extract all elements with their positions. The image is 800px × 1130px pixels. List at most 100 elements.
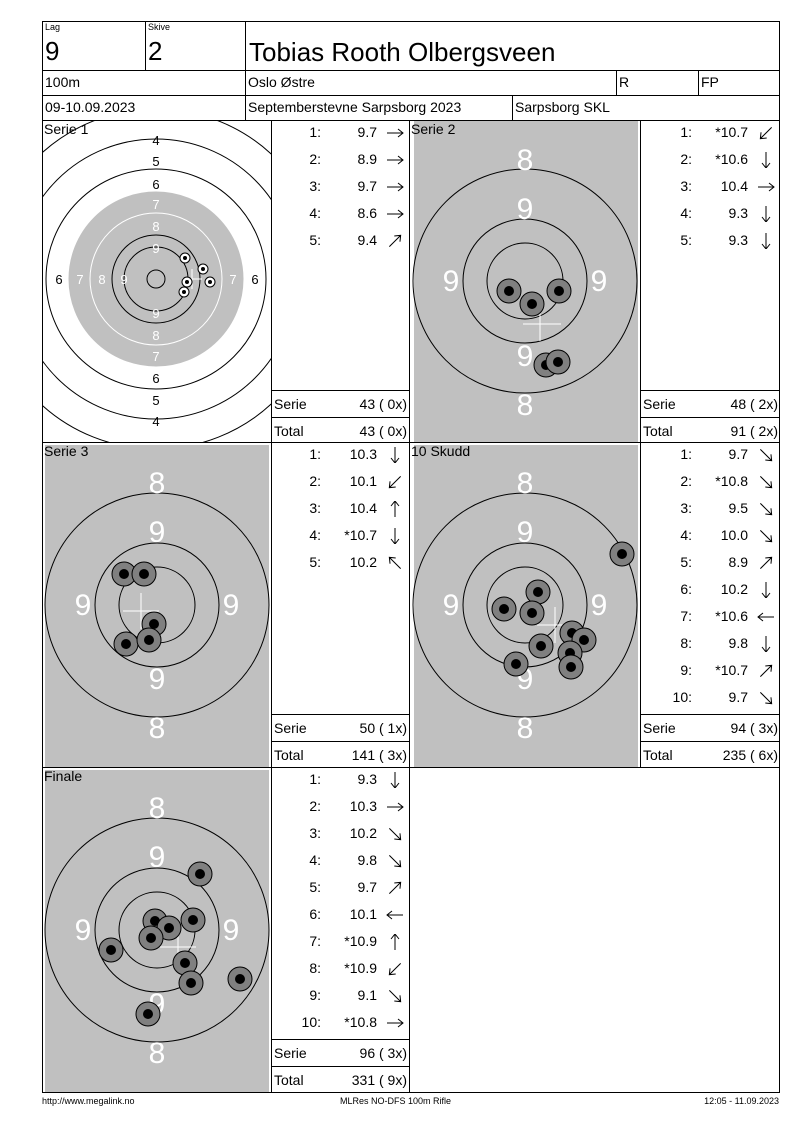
ring-label: 9 xyxy=(591,265,608,298)
shot-score: *10.7 xyxy=(344,527,377,543)
shot-number: 1: xyxy=(680,124,692,140)
shot-score: 8.9 xyxy=(728,554,748,570)
total-value: 331 ( 9x) xyxy=(351,1072,407,1088)
direction-arrow-icon xyxy=(387,802,404,812)
direction-arrow-icon xyxy=(390,772,400,788)
shot-row: 2:10.1 xyxy=(272,473,409,495)
shot-row: 4:9.8 xyxy=(272,852,409,874)
panel-title: 10 Skudd xyxy=(411,443,471,459)
total-value: 91 ( 2x) xyxy=(730,423,778,439)
serie-value: 50 ( 1x) xyxy=(359,720,407,736)
ring-label: 8 xyxy=(517,467,534,500)
shot-number: 4: xyxy=(680,527,692,543)
ring-label: 6 xyxy=(152,371,159,386)
direction-arrow-icon xyxy=(761,233,771,249)
shot-row: 2:*10.8 xyxy=(641,473,780,495)
total-summary-row: Total 43 ( 0x) xyxy=(272,417,409,443)
lag-label: Lag xyxy=(45,22,61,32)
shot-number: 9: xyxy=(680,662,692,678)
total-value: 43 ( 0x) xyxy=(359,423,407,439)
shot-score: 9.7 xyxy=(728,689,748,705)
skive-value: 2 xyxy=(148,36,163,66)
divider xyxy=(409,120,410,768)
serie-value: 94 ( 3x) xyxy=(730,720,778,736)
shot-score: 9.7 xyxy=(357,879,377,895)
direction-arrow-icon xyxy=(388,827,402,841)
shot-number: 8: xyxy=(309,960,321,976)
ring-label: 7 xyxy=(152,349,159,364)
shot-score: 10.4 xyxy=(720,178,748,194)
target-image: 4 5 6 7 8 9 9 8 7 6 5 4 6 7 8 9 7 6 xyxy=(43,121,271,442)
shot-row: 3:10.2 xyxy=(272,825,409,847)
shot-row: 5:8.9 xyxy=(641,554,780,576)
footer-timestamp: 12:05 - 11.09.2023 xyxy=(704,1096,779,1106)
club-cell: Oslo Østre xyxy=(245,70,617,96)
shot-row: 8: 9.8 xyxy=(641,635,780,657)
shot-row: 5:9.4 xyxy=(272,232,409,254)
divider xyxy=(271,120,272,1092)
ring-label: 8 xyxy=(517,389,534,422)
shot-number: 2: xyxy=(680,151,692,167)
total-value: 235 ( 6x) xyxy=(722,747,778,763)
shot-score: *10.9 xyxy=(344,933,377,949)
shot-score: 9.8 xyxy=(728,635,748,651)
ring-label: 9 xyxy=(152,306,159,321)
direction-arrow-icon xyxy=(759,529,773,543)
shot-holes xyxy=(98,861,253,1027)
direction-arrow-icon xyxy=(757,612,774,622)
ten-shots-target: 10 Skudd 8 9 9 9 9 8 xyxy=(410,443,640,767)
footer-url: http://www.megalink.no xyxy=(42,1096,135,1106)
shot-score: 9.3 xyxy=(728,232,748,248)
shot-score: 10.3 xyxy=(349,798,377,814)
venue-cell: Sarpsborg SKL xyxy=(512,95,780,121)
ring-label: 5 xyxy=(152,154,159,169)
direction-arrow-icon xyxy=(390,447,400,463)
distance: 100m xyxy=(45,74,81,90)
direction-arrow-icon xyxy=(761,636,771,652)
shot-number: 8: xyxy=(680,635,692,651)
direction-arrow-icon xyxy=(390,528,400,544)
total-label: Total xyxy=(274,423,304,439)
ring-label: 9 xyxy=(443,589,460,622)
ring-label: 8 xyxy=(152,328,159,343)
shot-row: 10:*10.8 xyxy=(272,1014,409,1036)
direction-arrow-icon xyxy=(388,854,402,868)
class-cell: R xyxy=(616,70,699,96)
ring-label: 4 xyxy=(152,414,159,429)
shot-number: 7: xyxy=(680,608,692,624)
shot-score: 9.1 xyxy=(357,987,377,1003)
serie-label: Serie xyxy=(274,396,307,412)
date: 09-10.09.2023 xyxy=(45,99,136,115)
shot-number: 1: xyxy=(309,124,321,140)
serie-1-target: Serie 1 4 5 6 7 8 9 9 8 7 6 5 4 6 7 8 9 xyxy=(43,121,271,442)
shot-score: *10.6 xyxy=(715,151,748,167)
shot-row: 1:*10.7 xyxy=(641,124,780,146)
shot-row: 1:9.7 xyxy=(641,446,780,468)
shot-row: 6:10.1 xyxy=(272,906,409,928)
direction-arrow-icon xyxy=(387,155,404,165)
footer-software: MLRes NO-DFS 100m Rifle xyxy=(340,1096,452,1106)
ring-label: 9 xyxy=(149,663,166,696)
shot-number: 2: xyxy=(309,473,321,489)
ring-label: 6 xyxy=(251,272,258,287)
direction-arrow-icon xyxy=(387,182,404,192)
panel-title: Finale xyxy=(44,768,83,784)
direction-arrow-icon xyxy=(759,475,773,489)
shot-number: 1: xyxy=(680,446,692,462)
shot-number: 5: xyxy=(309,554,321,570)
shot-row: 3:10.4 xyxy=(641,178,780,200)
shot-score: 9.3 xyxy=(357,771,377,787)
shot-score: 10.4 xyxy=(349,500,377,516)
shot-row: 5:9.3 xyxy=(641,232,780,254)
ring-label: 9 xyxy=(149,516,166,549)
shot-score: 10.2 xyxy=(349,825,377,841)
ring-label: 5 xyxy=(152,393,159,408)
direction-arrow-icon xyxy=(761,582,771,598)
shot-row: 4:10.0 xyxy=(641,527,780,549)
total-label: Total xyxy=(643,423,673,439)
shot-number: 5: xyxy=(309,232,321,248)
serie-label: Serie xyxy=(643,720,676,736)
